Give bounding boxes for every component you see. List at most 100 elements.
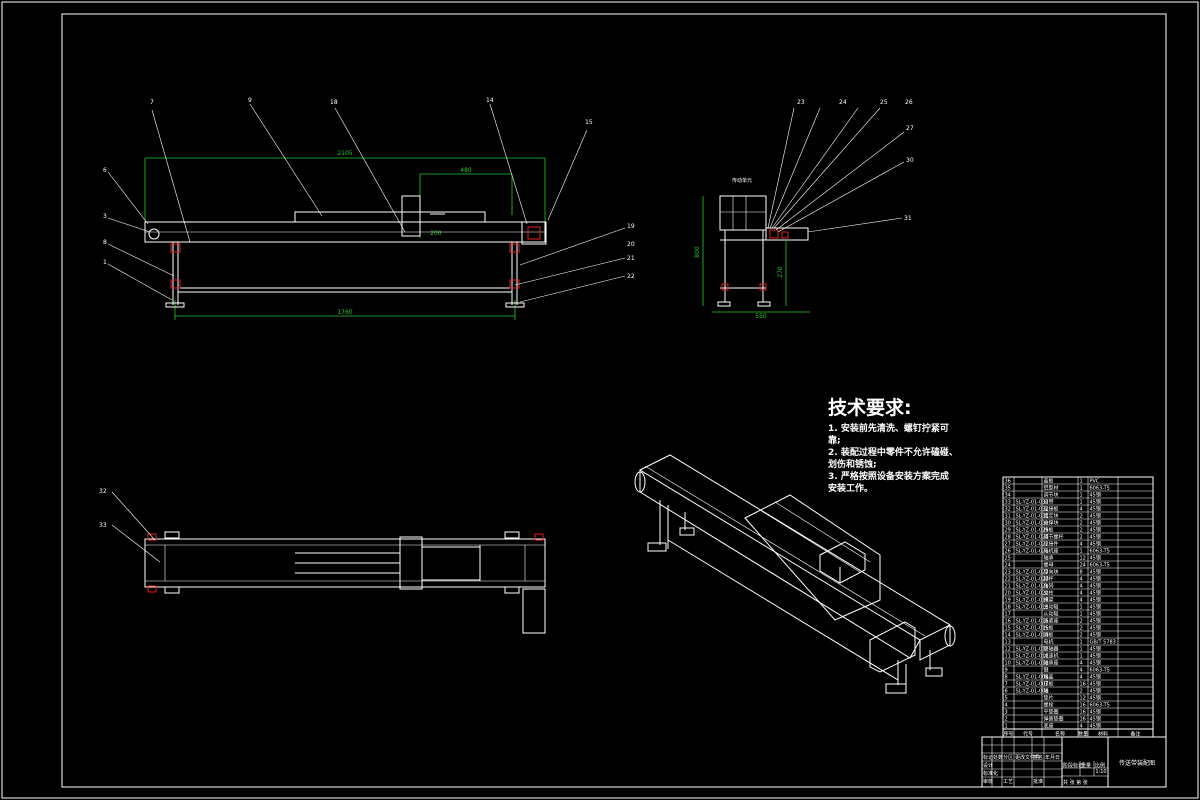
bom-cell: 螺母 [1044, 562, 1054, 569]
bom-cell: 1 [1080, 612, 1083, 618]
tech-requirements: 技术要求: 1. 安装前先清洗、螺钉拧紧可 靠; 2. 装配过程中零件不允许磕碰… [828, 396, 958, 494]
bom-cell: 底座 [1044, 723, 1054, 730]
bom-cell: 45钢 [1090, 625, 1101, 632]
balloon-7: 7 [150, 99, 154, 106]
bom-cell: 平垫圈 [1044, 709, 1059, 716]
balloon-24: 24 [839, 99, 847, 106]
bom-cell: 45钢 [1090, 674, 1101, 681]
bom-cell: 45钢 [1090, 492, 1101, 499]
bom-cell: 26 [1005, 549, 1011, 555]
title-block-label: 阶段标记 [1063, 762, 1083, 769]
bom-cell: 45钢 [1090, 709, 1101, 716]
bom-cell: 托板 [1044, 625, 1054, 632]
bom-cell: 7 [1005, 682, 1008, 688]
bom-cell: 16 [1080, 710, 1086, 716]
bom-cell: 弹簧垫圈 [1044, 716, 1064, 723]
bom-cell: 8 [1080, 570, 1083, 576]
bom-cell: 2 [1080, 528, 1083, 534]
bom-cell: SL-YZ-01-022 [1016, 577, 1049, 583]
balloon-32: 32 [99, 488, 107, 495]
foot-left [165, 302, 185, 308]
bom-cell: 主动辊 [1044, 604, 1059, 611]
bom-cell: 连接板 [1044, 506, 1059, 513]
title-block-label: 设计 [983, 762, 993, 769]
bom-cell: SL-YZ-01-011 [1016, 654, 1049, 660]
bom-cell: SL-YZ-01-031 [1016, 514, 1049, 520]
title-block-label: 工艺 [1003, 779, 1013, 785]
bom-cell: 1 [1080, 605, 1083, 611]
bom-header-cell: 数量 [1078, 731, 1088, 738]
bom-cell: 13 [1005, 640, 1011, 646]
title-block-label: 处数 [993, 754, 1003, 761]
balloon-6: 6 [103, 167, 107, 174]
bom-cell: 4 [1080, 724, 1083, 730]
bom-cell: 4 [1080, 661, 1083, 667]
bom-cell: 1 [1080, 493, 1083, 499]
bom-cell: 4 [1080, 598, 1083, 604]
bom-cell: 32 [1005, 507, 1011, 513]
bom-cell: 导向块 [1044, 569, 1059, 576]
bom-cell: 45钢 [1090, 653, 1101, 660]
bom-cell: 1 [1080, 549, 1083, 555]
bom-cell: 17 [1005, 612, 1011, 618]
bom-cell: 45钢 [1090, 604, 1101, 611]
bom-cell: 张紧座 [1044, 618, 1059, 625]
balloon-20: 20 [627, 241, 635, 248]
balloon-27: 27 [906, 125, 914, 132]
bom-cell: 34 [1005, 493, 1011, 499]
bom-cell: 45钢 [1090, 646, 1101, 653]
bom-cell: 45钢 [1090, 723, 1101, 730]
bom-cell: 压板 [1044, 681, 1054, 688]
bom-cell: 45钢 [1090, 499, 1101, 506]
title-block-label: 更改文件号 [1015, 754, 1040, 761]
bom-cell: 6 [1005, 689, 1008, 695]
balloon-23: 23 [797, 99, 805, 106]
bom-cell: 从动辊 [1044, 611, 1059, 618]
bom-cell: 18 [1005, 605, 1011, 611]
front-view: 2105 480 1760 200 [103, 97, 635, 320]
bom-cell: 2 [1080, 619, 1083, 625]
guide-rail [294, 211, 486, 223]
bom-cell: 45钢 [1090, 695, 1101, 702]
bom-cell: 45钢 [1090, 688, 1101, 695]
bom-cell: 27 [1005, 542, 1011, 548]
bom-cell: 45钢 [1090, 716, 1101, 723]
bom-cell: 键 [1044, 667, 1049, 674]
bom-cell: 45钢 [1090, 576, 1101, 583]
bom-cell: 5 [1005, 696, 1008, 702]
bom-cell: 45钢 [1090, 555, 1101, 562]
title-block-label: 标记 [983, 754, 993, 761]
side-section-label: 传动单元 [732, 177, 752, 184]
bom-cell: 铝型材 [1044, 485, 1059, 492]
bom-cell: 19 [1005, 598, 1011, 604]
side-view: 传动单元 800 550 270 23 24 25 26 27 30 [694, 99, 914, 320]
bom-cell: SL-YZ-01-020 [1016, 591, 1049, 597]
drawing-title: 传送带装配图 [1119, 759, 1155, 767]
bom-cell: 11 [1005, 654, 1011, 660]
bom-cell: 16 [1005, 619, 1011, 625]
bom-cell: 轴承 [1044, 555, 1054, 562]
top-view: 32 33 [99, 488, 546, 634]
bom-cell: 45钢 [1090, 527, 1101, 534]
bom-cell: 4 [1080, 591, 1083, 597]
bom-cell: 电机座 [1044, 548, 1059, 555]
bom-cell: SL-YZ-01-006 [1016, 689, 1049, 695]
bom-cell: 29 [1005, 528, 1011, 534]
bom-cell: 45钢 [1090, 513, 1101, 520]
bom-header-cell: 代号 [1023, 731, 1033, 738]
bom-cell: 45钢 [1090, 569, 1101, 576]
bom-cell: 1 [1080, 479, 1083, 485]
bom-cell: 固定块 [1044, 513, 1059, 520]
bom-cell: 35 [1005, 486, 1011, 492]
balloon-8: 8 [103, 239, 107, 246]
